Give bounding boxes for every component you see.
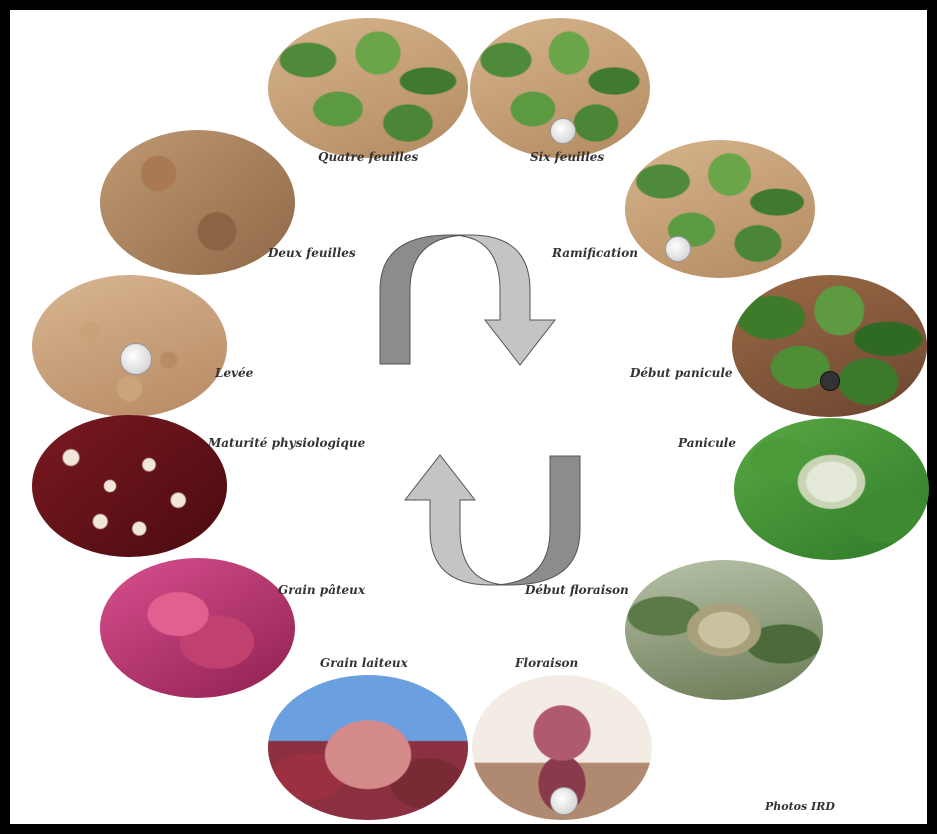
top-arrow-light-band: [450, 235, 555, 365]
photo-maturite-physiologique: [32, 415, 227, 557]
photo-quatre-feuilles: [268, 18, 468, 158]
bottom-arrow-dark-band: [490, 456, 580, 585]
top-arrow-dark-band: [380, 235, 470, 364]
photo-grain-laiteux: [268, 675, 468, 820]
label-debut-panicule: Début panicule: [630, 366, 733, 380]
label-panicule: Panicule: [678, 436, 736, 450]
label-grain-pateux: Grain pâteux: [278, 583, 365, 597]
label-quatre-feuilles: Quatre feuilles: [318, 150, 418, 164]
label-floraison: Floraison: [515, 656, 578, 670]
photo-credit: Photos IRD: [765, 800, 835, 813]
label-six-feuilles: Six feuilles: [530, 150, 604, 164]
photo-debut-panicule: [732, 275, 927, 417]
photo-ramification: [625, 140, 815, 278]
photo-grain-pateux: [100, 558, 295, 698]
bottom-arrow-light-band: [405, 455, 510, 585]
photo-debut-floraison: [625, 560, 823, 700]
label-grain-laiteux: Grain laiteux: [320, 656, 408, 670]
photo-levee: [32, 275, 227, 417]
label-maturite-physiologique: Maturité physiologique: [208, 436, 365, 450]
label-deux-feuilles: Deux feuilles: [268, 246, 356, 260]
photo-panicule: [734, 418, 929, 560]
cycle-arrows: [370, 230, 590, 600]
photo-floraison: [472, 675, 652, 820]
photo-six-feuilles: [470, 18, 650, 158]
photo-deux-feuilles: [100, 130, 295, 275]
label-levee: Levée: [215, 366, 253, 380]
